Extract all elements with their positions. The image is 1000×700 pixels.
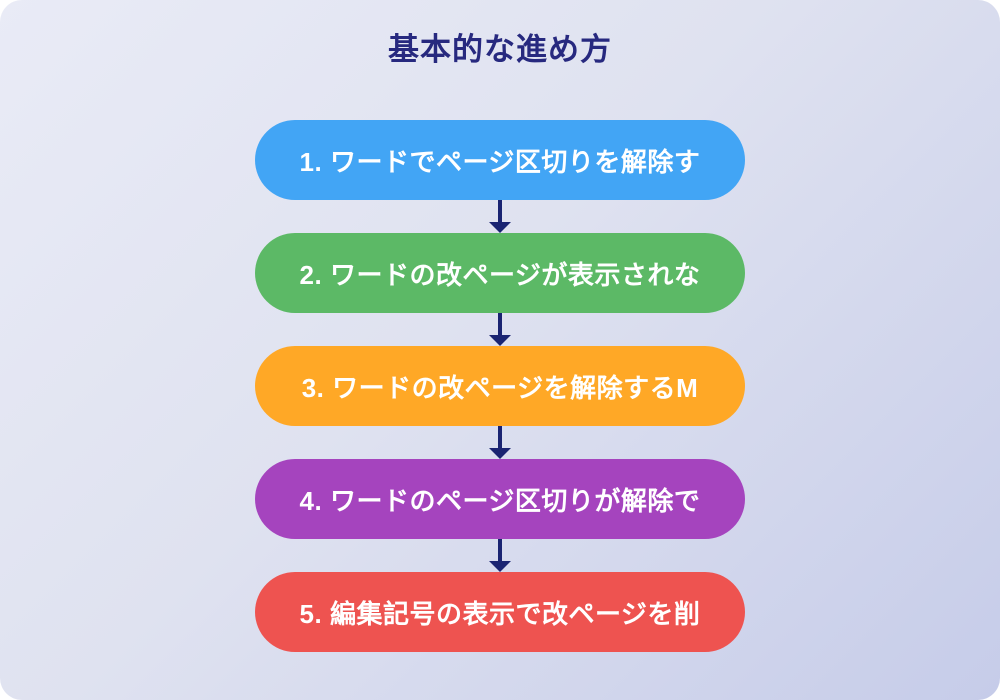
step-4-box: 4. ワードのページ区切りが解除で bbox=[255, 459, 745, 539]
flowchart: 1. ワードでページ区切りを解除す 2. ワードの改ページが表示されな 3. ワ… bbox=[255, 120, 745, 652]
arrow-down-icon bbox=[489, 539, 511, 572]
arrow-down-icon bbox=[489, 200, 511, 233]
diagram-title: 基本的な進め方 bbox=[388, 32, 612, 67]
step-2-box: 2. ワードの改ページが表示されな bbox=[255, 233, 745, 313]
arrow-down-icon bbox=[489, 426, 511, 459]
step-1-box: 1. ワードでページ区切りを解除す bbox=[255, 120, 745, 200]
arrow-down-icon bbox=[489, 313, 511, 346]
step-3-box: 3. ワードの改ページを解除するM bbox=[255, 346, 745, 426]
step-5-box: 5. 編集記号の表示で改ページを削 bbox=[255, 572, 745, 652]
